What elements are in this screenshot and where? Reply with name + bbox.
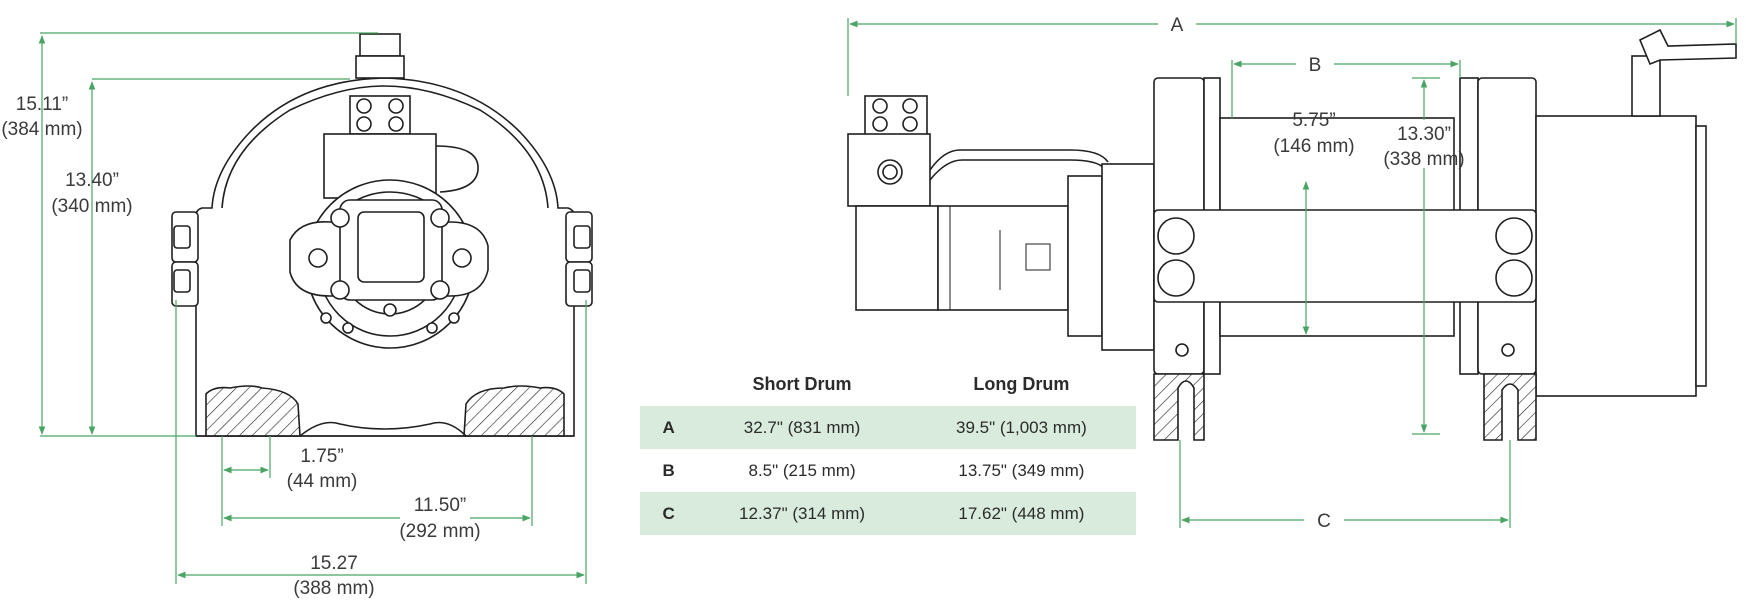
row-label: B	[662, 460, 675, 480]
row-label: A	[640, 406, 698, 449]
table-header-blank	[640, 362, 697, 406]
short-drum-value: 32.7" (831 mm)	[697, 406, 907, 449]
front-hole-spacing-in: 1.75”	[300, 446, 343, 467]
drum-spec-table: Short Drum Long Drum A 32.7" (831 mm) 39…	[640, 362, 1136, 535]
front-overall-width-mm: (388 mm)	[293, 578, 374, 599]
front-height-housing-mm: (340 mm)	[51, 196, 132, 217]
long-drum-value: 17.62" (448 mm)	[906, 492, 1136, 535]
table-row: A 32.7" (831 mm) 39.5" (1,003 mm)	[640, 406, 1136, 449]
dim-label-a: A	[1171, 15, 1184, 36]
dim-label-c: C	[1317, 511, 1331, 532]
drum-diameter-mm: (146 mm)	[1273, 136, 1354, 157]
front-height-housing-in: 13.40”	[65, 170, 119, 191]
long-drum-value: 39.5" (1,003 mm)	[906, 406, 1136, 449]
dim-label-b: B	[1309, 55, 1322, 76]
front-overall-width-in: 15.27	[310, 553, 358, 574]
drum-diameter-in: 5.75”	[1292, 110, 1335, 131]
front-height-overall-in: 15.11”	[16, 94, 68, 115]
flange-diameter-in: 13.30”	[1397, 124, 1451, 145]
short-drum-value: 8.5" (215 mm)	[748, 460, 856, 480]
front-dimensions	[38, 32, 587, 584]
front-height-overall-mm: (384 mm)	[1, 119, 82, 140]
front-base-width-mm: (292 mm)	[399, 521, 480, 542]
short-drum-value: 12.37" (314 mm)	[697, 492, 907, 535]
table-header-short-drum: Short Drum	[752, 373, 852, 394]
flange-diameter-mm: (338 mm)	[1383, 149, 1464, 170]
side-dimensions	[847, 18, 1737, 528]
front-base-width-in: 11.50”	[414, 495, 466, 516]
table-row: C 12.37" (314 mm) 17.62" (448 mm)	[640, 492, 1136, 535]
row-label: C	[640, 492, 698, 535]
table-header-row: Short Drum Long Drum	[640, 362, 1136, 406]
long-drum-value: 13.75" (349 mm)	[958, 460, 1085, 480]
table-row: B 8.5" (215 mm) 13.75" (349 mm)	[640, 449, 1136, 492]
front-view	[171, 33, 593, 437]
table-header-long-drum: Long Drum	[973, 373, 1070, 394]
front-hole-spacing-mm: (44 mm)	[287, 471, 358, 492]
side-view	[847, 28, 1737, 441]
